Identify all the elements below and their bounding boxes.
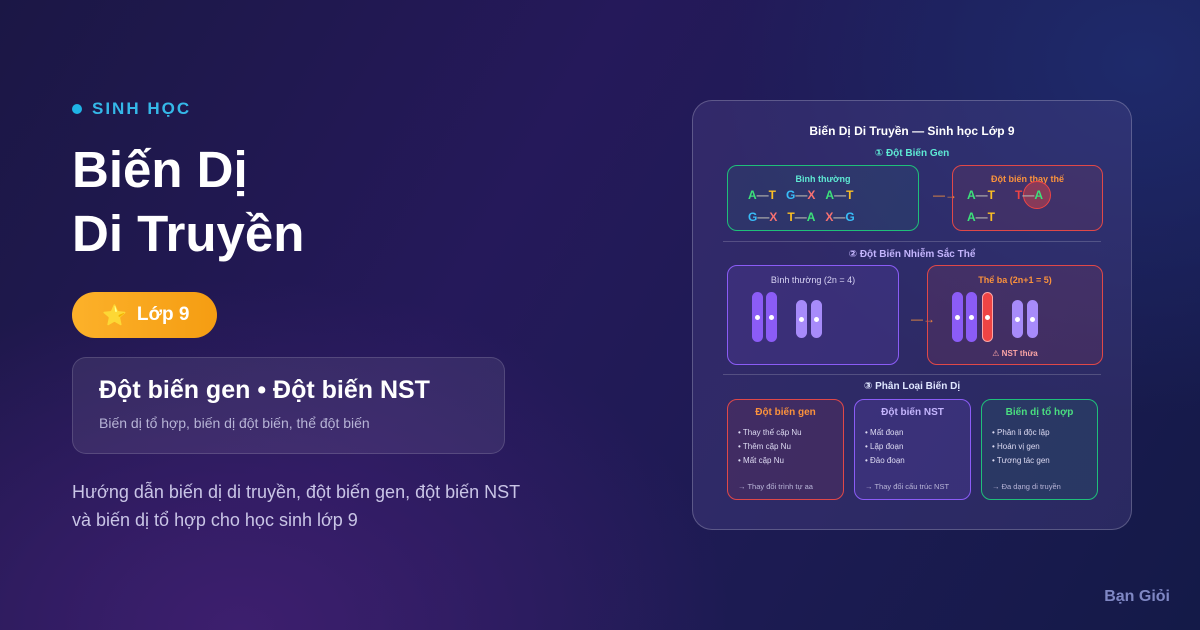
class-item: • Tương tác gen <box>992 456 1050 465</box>
mutation-gene-label: Đột biến thay thế <box>990 174 1064 184</box>
class-title: Đột biến gen <box>755 407 816 418</box>
subject-label: SINH HỌC <box>92 99 192 118</box>
chromosome <box>966 292 977 342</box>
class-item: • Thêm cặp Nu <box>738 442 791 451</box>
extra-nst-note: ⚠ NST thừa <box>992 349 1038 358</box>
chromosome <box>811 300 822 338</box>
class-gene-box: Đột biến gen • Thay thế cặp Nu • Thêm cặ… <box>727 399 844 500</box>
chromosome <box>766 292 777 342</box>
mutation-highlight-circle <box>1023 181 1051 209</box>
chromosome <box>796 300 807 338</box>
mutation-row-2: A—T <box>967 210 996 224</box>
chromosome <box>752 292 763 342</box>
normal-gene-box: Bình thường A—T G—X A—T G—X T—A X—G <box>727 165 919 231</box>
title-line-2: Di Truyền <box>72 205 305 262</box>
diagram-card: Biến Dị Di Truyền — Sinh học Lớp 9 ① Đột… <box>692 100 1132 530</box>
section-gene-title: ① Đột Biến Gen <box>874 148 950 159</box>
class-item: • Mất đoạn <box>865 428 904 437</box>
subject-tag: SINH HỌC <box>72 96 542 122</box>
extra-chromosome <box>982 292 993 342</box>
title-line-1: Biến Dị <box>72 141 248 198</box>
class-footer: → Thay đổi cấu trúc NST <box>865 482 950 491</box>
class-item: • Hoán vị gen <box>992 442 1040 451</box>
normal-row-1: A—T G—X A—T <box>748 188 854 202</box>
normal-row-2: G—X T—A X—G <box>748 210 855 224</box>
mutation-row-1: A—T T—A <box>967 188 1044 202</box>
section-classify-title: ③ Phân Loại Biến Dị <box>863 381 961 392</box>
arrow-gene-icon: —→ <box>933 188 957 202</box>
topics-main: Đột biến gen • Đột biến NST <box>99 376 430 404</box>
star-icon: ⭐ <box>102 304 127 327</box>
class-nst-box: Đột biến NST • Mất đoạn • Lặp đoạn • Đảo… <box>854 399 971 500</box>
description: Hướng dẫn biến dị di truyền, đột biến ge… <box>72 482 520 530</box>
trisomy-nst-label: Thể ba (2n+1 = 5) <box>978 275 1052 285</box>
class-recombination-box: Biến dị tổ hợp • Phân li độc lập • Hoán … <box>981 399 1098 500</box>
topics-card: Đột biến gen • Đột biến NST Biến dị tổ h… <box>72 357 505 454</box>
chromosome <box>1027 300 1038 338</box>
chromosome <box>1012 300 1023 338</box>
class-footer: → Đa dạng di truyền <box>992 482 1061 491</box>
brand-logo: Bạn Giỏi <box>1104 588 1170 605</box>
arrow-nst-icon: —→ <box>911 312 935 326</box>
normal-nst-box: Bình thường (2n = 4) <box>727 265 899 365</box>
diagram-title: Biến Dị Di Truyền — Sinh học Lớp 9 <box>809 124 1015 138</box>
class-item: • Thay thế cặp Nu <box>738 428 802 437</box>
class-item: • Mất cặp Nu <box>738 456 784 465</box>
hero-section: SINH HỌC Biến Dị Di Truyền ⭐ Lớp 9 <box>72 96 542 338</box>
class-item: • Đảo đoạn <box>865 456 905 465</box>
topics-sub: Biến dị tổ hợp, biến dị đột biến, thể độ… <box>99 415 370 431</box>
trisomy-nst-box: Thể ba (2n+1 = 5) ⚠ NST thừa <box>927 265 1103 365</box>
divider <box>723 241 1101 242</box>
class-title: Biến dị tổ hợp <box>1005 407 1074 418</box>
divider <box>723 374 1101 375</box>
class-item: • Phân li độc lập <box>992 428 1050 437</box>
grade-badge: ⭐ Lớp 9 <box>72 292 218 338</box>
page-title: Biến Dị Di Truyền <box>72 138 542 266</box>
grade-label: Lớp 9 <box>136 304 190 325</box>
bullet-dot-icon <box>72 104 82 114</box>
normal-nst-label: Bình thường (2n = 4) <box>770 275 856 285</box>
class-footer: → Thay đổi trình tự aa <box>738 482 813 491</box>
normal-gene-label: Bình thường <box>795 174 851 184</box>
mutation-gene-box: Đột biến thay thế A—T T—A A—T <box>952 165 1103 231</box>
section-nst-title: ② Đột Biến Nhiễm Sắc Thể <box>848 249 976 260</box>
class-item: • Lặp đoạn <box>865 442 904 451</box>
chromosome <box>952 292 963 342</box>
class-title: Đột biến NST <box>881 407 944 418</box>
